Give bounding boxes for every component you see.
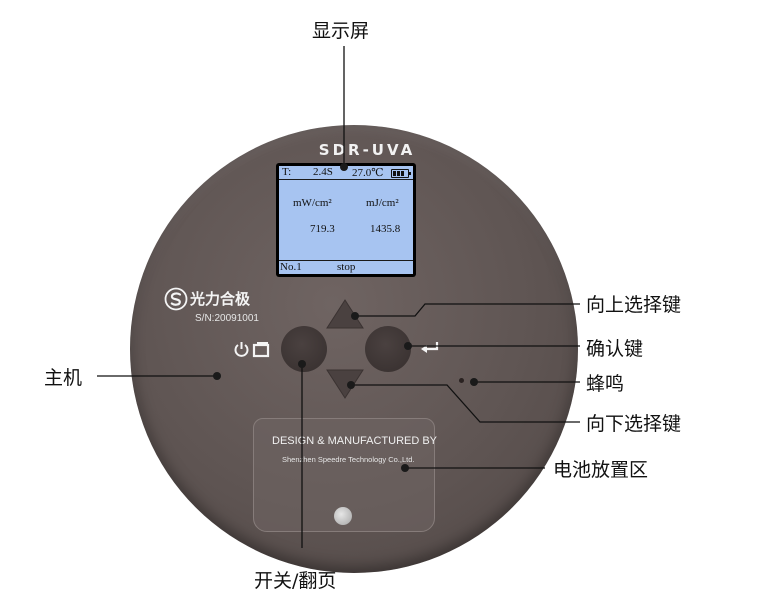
- lcd-energy-value: 1435.8: [370, 223, 401, 235]
- cover-subtitle: Shenzhen Speedre Technology Co.,Ltd.: [282, 455, 415, 464]
- label-power-page: 开关/翻页: [254, 570, 337, 592]
- lcd-divider-top: [279, 179, 413, 180]
- lcd-t-label: T:: [282, 166, 292, 178]
- lcd-power-value: 719.3: [310, 223, 335, 235]
- cover-screw: [334, 507, 352, 525]
- label-display: 显示屏: [312, 20, 370, 42]
- brand-name: 光力合极: [190, 290, 251, 308]
- lcd-time: 2.4S: [313, 166, 333, 178]
- power-page-icons: [234, 342, 270, 358]
- power-icon: [234, 342, 249, 357]
- label-battery-area: 电池放置区: [553, 459, 649, 481]
- dot-display: [340, 163, 348, 171]
- lcd-temperature: 27.0℃: [352, 167, 384, 179]
- buzzer-hole: [459, 378, 464, 383]
- serial-number: S/N:20091001: [195, 313, 259, 324]
- swirl-s-logo-icon: [164, 287, 188, 311]
- dot-enter-key: [404, 342, 412, 350]
- dot-up-key: [351, 312, 359, 320]
- page-icon: [252, 342, 270, 358]
- lcd-display: T: 2.4S 27.0℃ mW/cm² mJ/cm² 719.3 1435.8…: [279, 166, 413, 274]
- dot-main-unit: [213, 372, 221, 380]
- enter-button[interactable]: [365, 326, 411, 372]
- enter-arrow-icon: [421, 342, 439, 353]
- label-main-unit: 主机: [44, 367, 83, 389]
- dot-buzzer: [470, 378, 478, 386]
- model-label: SDR-UVA: [318, 141, 416, 159]
- label-up-key: 向上选择键: [586, 294, 682, 316]
- lcd-divider-bottom: [279, 260, 413, 261]
- label-enter-key: 确认键: [586, 338, 644, 360]
- lcd-record-no: No.1: [280, 261, 302, 273]
- label-down-key: 向下选择键: [586, 413, 682, 435]
- label-buzzer: 蜂鸣: [586, 373, 625, 395]
- battery-icon: [391, 169, 411, 178]
- lcd-unit-energy: mJ/cm²: [366, 197, 399, 209]
- dot-battery-area: [401, 464, 409, 472]
- cover-title: DESIGN & MANUFACTURED BY: [272, 435, 438, 447]
- lcd-status: stop: [337, 261, 356, 273]
- dot-power-page: [298, 360, 306, 368]
- lcd-unit-power: mW/cm²: [293, 197, 332, 209]
- dot-down-key: [347, 381, 355, 389]
